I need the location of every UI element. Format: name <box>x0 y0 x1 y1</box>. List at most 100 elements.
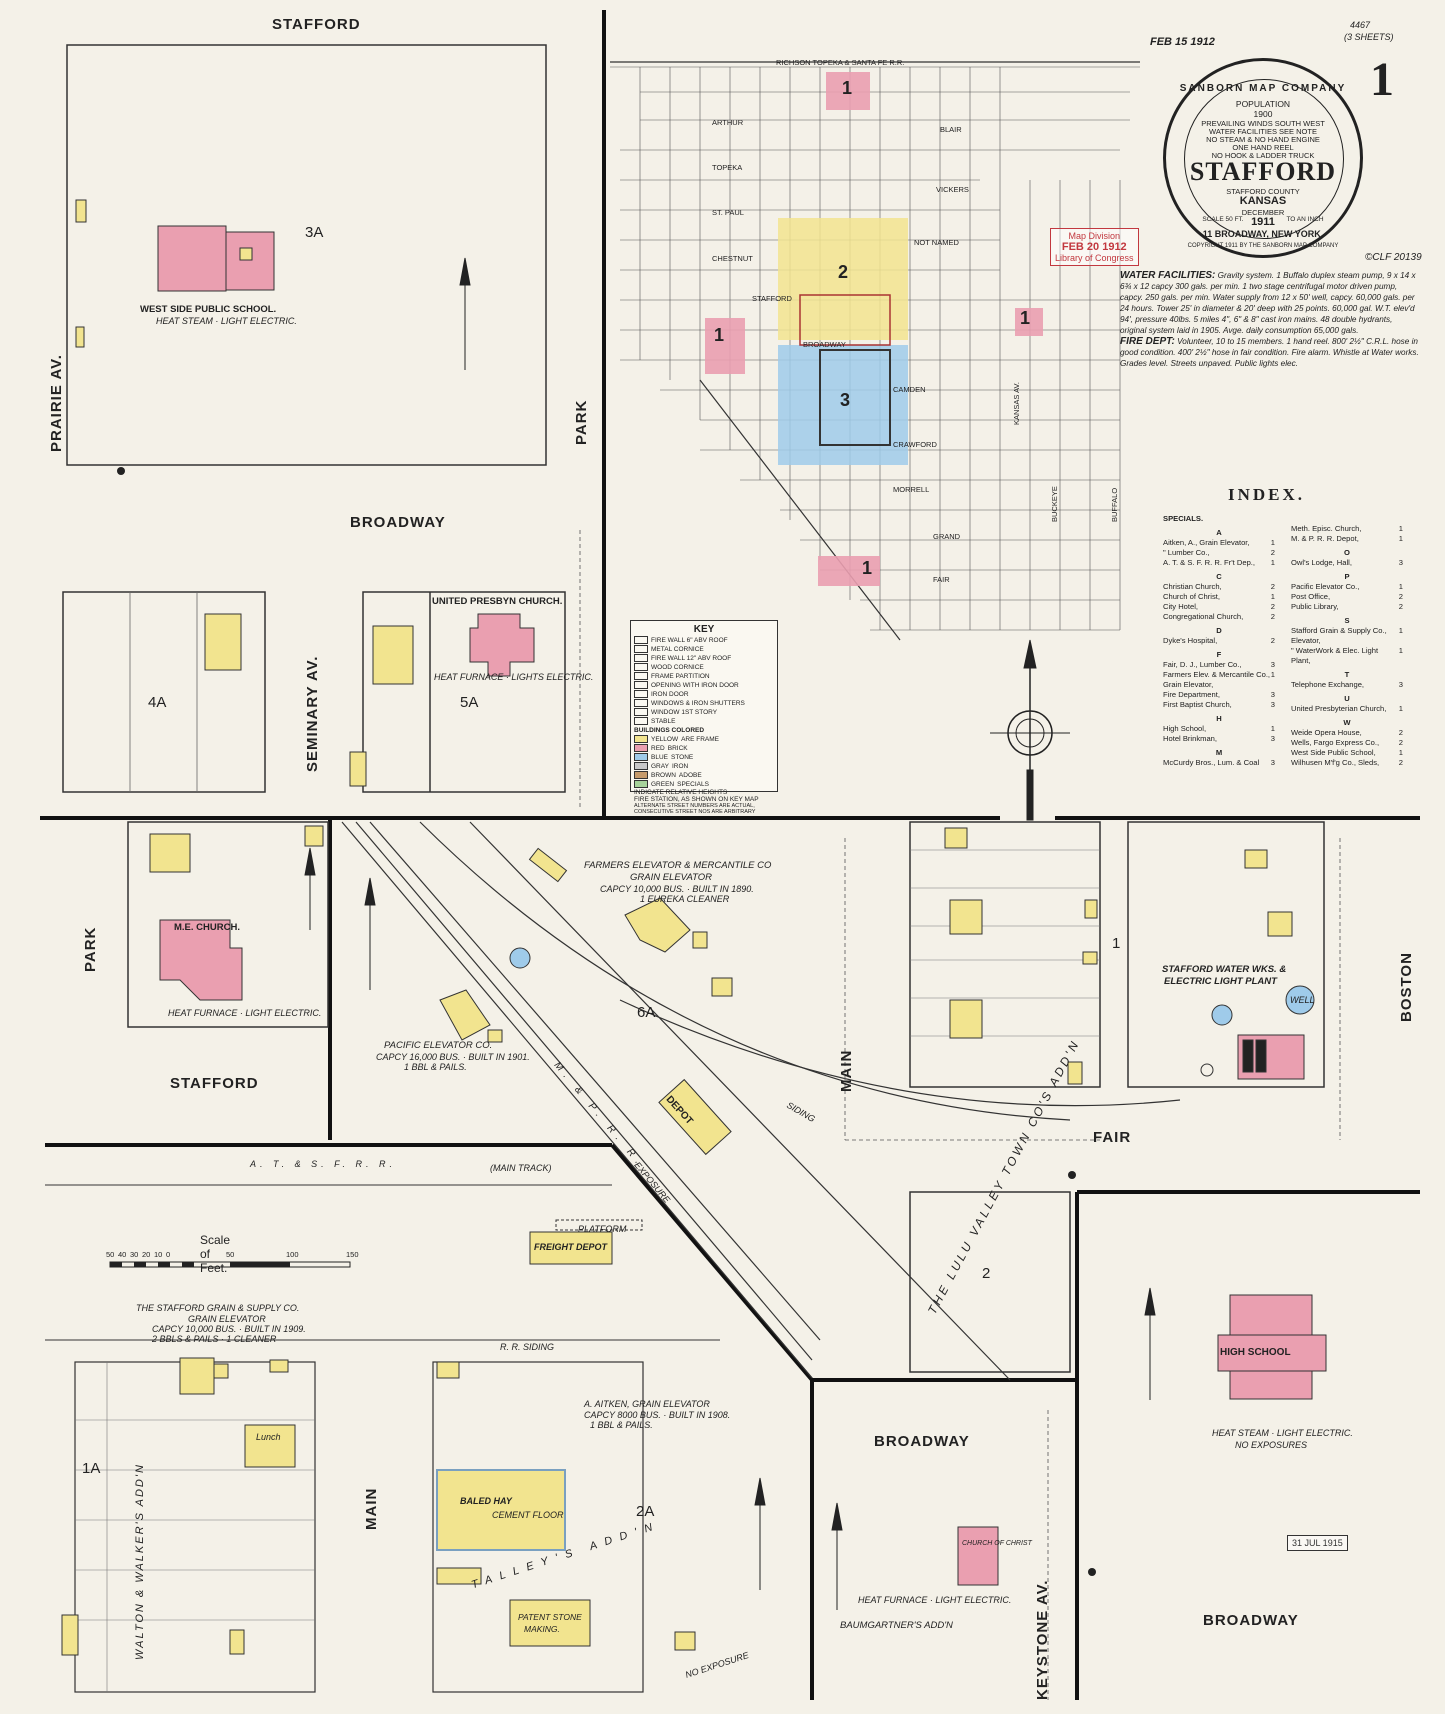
block-4a <box>62 591 266 793</box>
index-entry-sheet: 1 <box>1398 704 1403 713</box>
keymap-buffalo: BUFFALO <box>1110 487 1119 522</box>
key-row-label: OPENING WITH IRON DOOR <box>651 681 739 689</box>
lunch-label: Lunch <box>256 1432 281 1442</box>
keymap-blair: BLAIR <box>940 125 962 134</box>
pacific-sub: 1 BBL & PAILS. <box>404 1062 467 1072</box>
farmers-elev-label: FARMERS ELEVATOR & MERCANTILE CO <box>584 860 772 871</box>
electric-plant-label: ELECTRIC LIGHT PLANT <box>1164 976 1277 987</box>
index-entry-name: Aitken, A., Grain Elevator, <box>1163 538 1250 547</box>
cement-floor-label: CEMENT FLOOR <box>492 1510 564 1520</box>
lot-lines-1a <box>75 1362 315 1692</box>
block-1a <box>74 1361 316 1693</box>
index-entry: Farmers Elev. & Mercantile Co., Grain El… <box>1163 670 1275 690</box>
block-3a-label: 3A <box>305 224 324 241</box>
index-entry-sheet: 3 <box>1270 700 1275 709</box>
scale-title-text: Scale of Feet. <box>200 1233 231 1275</box>
baumgartners-addn: BAUMGARTNER'S ADD'N <box>840 1620 953 1631</box>
keymap-chestnut: CHESTNUT <box>712 254 753 263</box>
keymap-grand: GRAND <box>933 532 961 541</box>
block-3a <box>66 44 547 466</box>
index-entry: Fire Department,3 <box>1163 690 1275 700</box>
index-entry: Owl's Lodge, Hall,3 <box>1291 558 1403 568</box>
index-entry-sheet: 2 <box>1270 602 1275 611</box>
index-entry-name: Fire Department, <box>1163 690 1220 699</box>
index-entry: Public Library,2 <box>1291 602 1403 612</box>
index-entry-name: City Hotel, <box>1163 602 1199 611</box>
key-row-label: FIRE WALL 6" ABV ROOF <box>651 636 728 644</box>
keymap-sheet-3: 3 <box>840 390 851 410</box>
key-row-label: FIRE WALL 12" ABV ROOF <box>651 654 732 662</box>
index-entry: West Side Public School,1 <box>1291 748 1403 758</box>
keymap-grid <box>610 66 1140 631</box>
key-row-label: FRAME PARTITION <box>651 672 710 680</box>
block-5a-label: 5A <box>460 694 479 711</box>
key-row: FIRE WALL 12" ABV ROOF <box>634 654 774 662</box>
index-entry: United Presbyterian Church,1 <box>1291 704 1403 714</box>
street-prairie-av: PRAIRIE AV. <box>48 354 65 452</box>
index-entry-sheet: 2 <box>1270 636 1275 645</box>
water-wks-label: STAFFORD WATER WKS. & <box>1162 964 1287 975</box>
index-entry-name: " Lumber Co., <box>1163 548 1210 557</box>
index-entry-sheet: 1 <box>1398 534 1403 543</box>
stable-5a <box>349 751 367 787</box>
dwelling-l7 <box>1267 911 1293 937</box>
scale-tick-label: 0 <box>166 1250 171 1259</box>
small-shed-rr <box>711 977 733 997</box>
block-me-church <box>127 821 329 1028</box>
me-church-building <box>159 919 243 1001</box>
aitken-pails: 1 BBL & PAILS. <box>590 1420 653 1430</box>
platform-label: PLATFORM <box>578 1224 627 1234</box>
rr-siding-label: R. R. SIDING <box>500 1342 555 1352</box>
water-facilities-note: WATER FACILITIES: Gravity system. 1 Buff… <box>1120 270 1420 369</box>
seal-population: 1900 <box>1253 109 1273 119</box>
index-entry: " WaterWork & Elec. Light Plant,1 <box>1291 646 1403 666</box>
compass-rose <box>990 639 1070 821</box>
water-tank-marker <box>509 947 531 969</box>
street-stafford-mid: STAFFORD <box>170 1075 259 1092</box>
block-2a <box>432 1361 644 1693</box>
index-entry-sheet: 1 <box>1398 748 1403 757</box>
key-colors-label: BUILDINGS COLORED <box>634 727 705 734</box>
index-entry: Fair, D. J., Lumber Co.,3 <box>1163 660 1275 670</box>
scale-tick-label: 10 <box>154 1250 163 1259</box>
keymap-sheet-1d: 1 <box>862 558 873 578</box>
atsf-label: A. T. & S. F. R. R. <box>250 1159 397 1169</box>
key-symbol <box>634 645 648 653</box>
index-entry-name: Wilhusen M'f'g Co., Sleds, <box>1291 758 1380 767</box>
seal-month: DECEMBER <box>1241 208 1285 217</box>
me-church-label: M.E. CHURCH. <box>174 922 240 933</box>
baled-hay-label: BALED HAY <box>460 1496 512 1506</box>
street-park-right: PARK <box>573 399 590 445</box>
keymap-topeka: TOPEKA <box>712 163 743 172</box>
keymap-pink-2 <box>705 318 745 374</box>
key-symbol <box>634 681 648 689</box>
keymap-kansas-av: KANSAS AV. <box>1012 382 1021 425</box>
pacific-elevator-building <box>439 989 503 1043</box>
index-entry-sheet: 1 <box>1270 724 1275 733</box>
me-church-sub: HEAT FURNACE · LIGHT ELECTRIC. <box>168 1008 322 1018</box>
dwelling-me-1 <box>149 833 191 873</box>
key-row-label: IRON DOOR <box>651 690 689 698</box>
index-entry-sheet: 2 <box>1270 548 1275 557</box>
index-entry: First Baptist Church,3 <box>1163 700 1275 710</box>
library-stamp-line2: FEB 20 1912 <box>1061 241 1127 253</box>
sheet-number: 1 <box>1370 53 1394 106</box>
index-letter: U <box>1344 694 1350 703</box>
keymap-sheet-1c: 1 <box>1020 308 1031 328</box>
index-entry-sheet: 2 <box>1270 582 1275 591</box>
keymap-broadway: BROADWAY <box>803 340 846 349</box>
dwelling-3a-2 <box>75 326 85 348</box>
index-title: INDEX. <box>1228 485 1306 504</box>
key-symbol <box>634 672 648 680</box>
index-entry-sheet: 2 <box>1398 738 1403 747</box>
street-seminary-av: SEMINARY AV. <box>304 655 321 772</box>
key-color-swatch <box>634 753 648 761</box>
keymap-st-paul: ST. PAUL <box>712 208 744 217</box>
west-side-school-sub: HEAT STEAM · LIGHT ELECTRIC. <box>156 316 297 326</box>
dwelling-3a-1 <box>75 199 87 223</box>
library-stamp: Map Division FEB 20 1912 Library of Cong… <box>1050 228 1139 266</box>
index-entry-name: A. T. & S. F. R. R. Fr't Dep., <box>1163 558 1256 567</box>
key-footer-1: INDICATE RELATIVE HEIGHTS <box>634 789 728 796</box>
